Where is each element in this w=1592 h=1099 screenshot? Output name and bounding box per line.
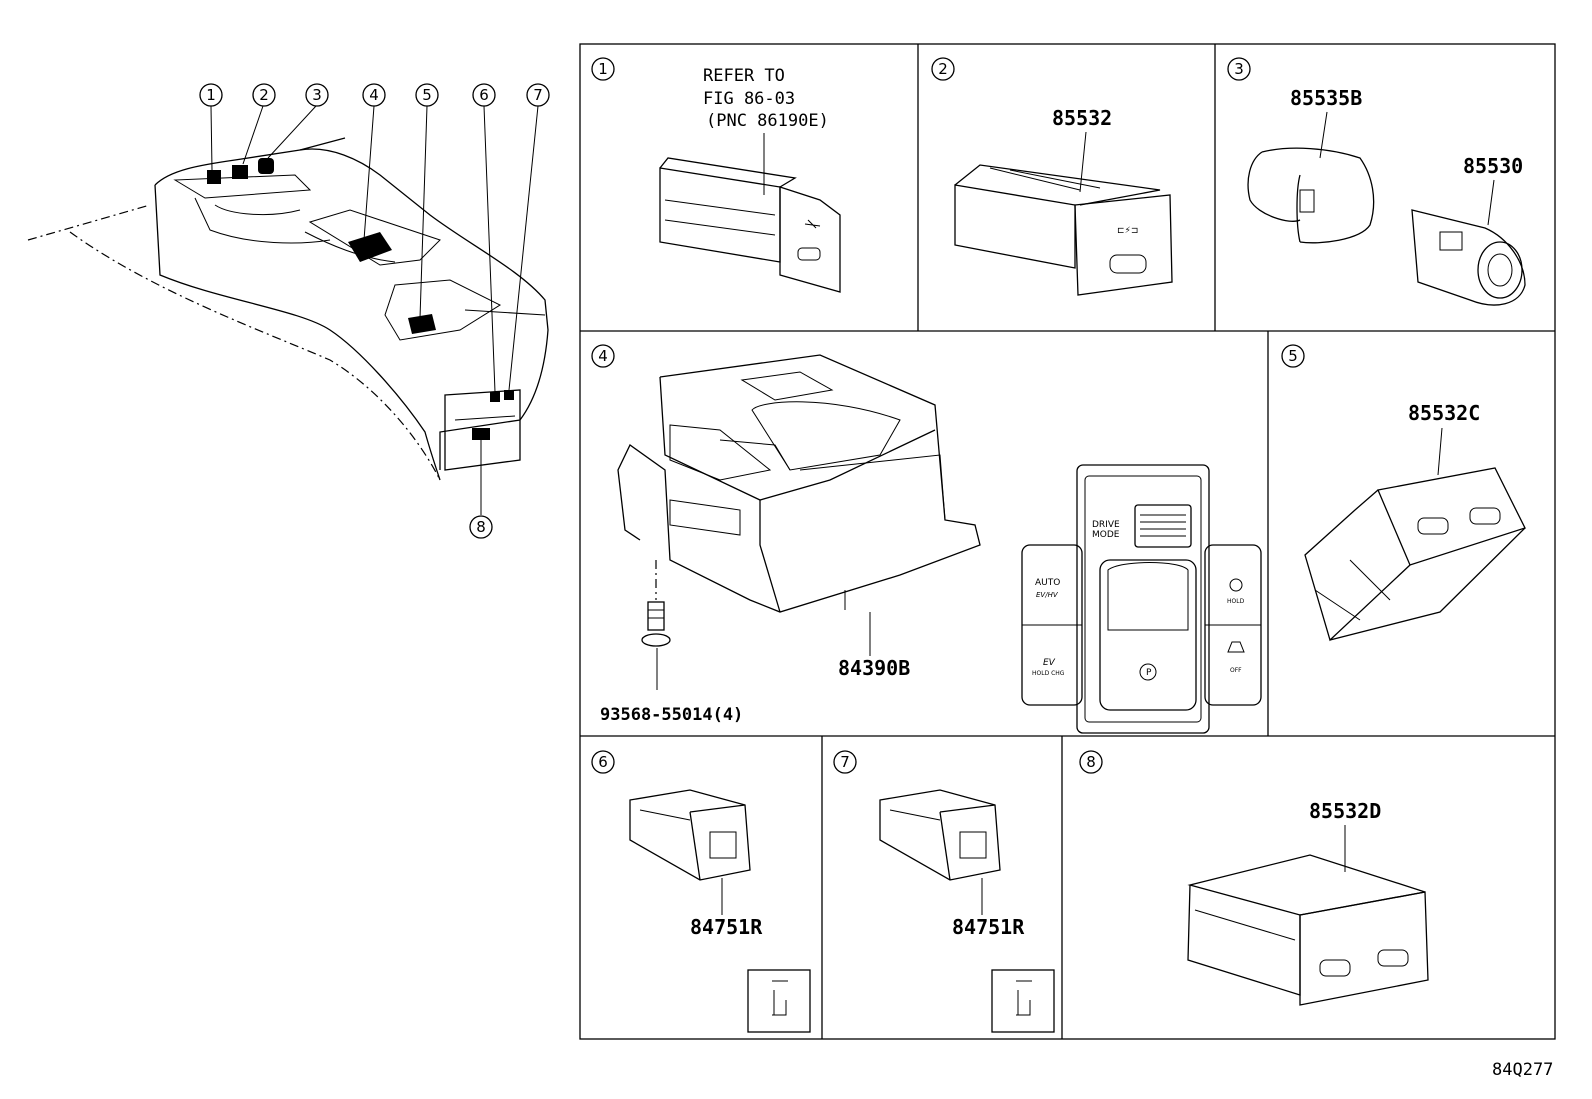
diagram-code: 84Q277 [1492, 1060, 1553, 1080]
hold-chg-label: HOLD CHG [1032, 670, 1065, 677]
callout-number: 4 [369, 86, 379, 104]
part-label-84751R-6[interactable]: 84751R [690, 915, 763, 939]
callout-number: 5 [422, 86, 432, 104]
overview-callout-5[interactable]: 5 [415, 83, 439, 107]
panel-7: 7 84751R [833, 750, 1055, 1033]
panel-1: 1 REFER TO FIG 86-03 (PNC 86190E) [591, 57, 841, 293]
dual-usb-charger-part[interactable] [1304, 467, 1526, 642]
panel-2: 2 85532 ⊏⚡⊐ [931, 57, 1173, 296]
usb-charger-part[interactable]: ⊏⚡⊐ [954, 164, 1173, 296]
svg-text:8: 8 [1086, 753, 1096, 771]
auto-label: AUTO [1035, 578, 1060, 588]
seat-heater-switch-part-6[interactable] [629, 789, 751, 881]
panel-4-number: 4 [591, 344, 615, 368]
svg-text:7: 7 [840, 753, 850, 771]
overview-callout-2[interactable]: 2 [252, 83, 276, 107]
panel-6-number: 6 [591, 750, 615, 774]
hold-label: HOLD [1227, 598, 1245, 605]
part-label-85535B[interactable]: 85535B [1290, 86, 1362, 110]
part-label-85532C[interactable]: 85532C [1408, 401, 1480, 425]
panel-8: 8 85532D [1079, 750, 1429, 1006]
seat-heater-icon [991, 969, 1055, 1033]
panel-7-number: 7 [833, 750, 857, 774]
panel-5: 5 85532C [1281, 344, 1526, 642]
callout-number: 7 [533, 86, 543, 104]
callout-number: 6 [479, 86, 489, 104]
panel-2-number: 2 [931, 57, 955, 81]
screw-part[interactable] [641, 601, 671, 647]
seat-heater-switch-part-7[interactable] [879, 789, 1001, 881]
panel-5-number: 5 [1281, 344, 1305, 368]
panel-1-number: 1 [591, 57, 615, 81]
panel-grid [579, 43, 1556, 1040]
switch-panel-face: P DRIVE MODE AUTO EV/HV EV HOLD CHG HOLD… [1021, 464, 1262, 734]
svg-text:3: 3 [1234, 60, 1244, 78]
overview-callout-1[interactable]: 1 [199, 83, 223, 107]
reference-line-2: FIG 86-03 [703, 89, 795, 109]
part-label-85532[interactable]: 85532 [1052, 106, 1112, 130]
panel-4: 4 84390B 93568-55014(4) [591, 344, 1262, 734]
drive-mode-label-2: MODE [1092, 530, 1120, 540]
rear-usb-charger-part[interactable] [1187, 854, 1429, 1006]
panel-3-number: 3 [1227, 57, 1251, 81]
part-label-85532D[interactable]: 85532D [1309, 799, 1381, 823]
park-label: P [1146, 668, 1152, 678]
panel-3: 3 85535B 85530 [1227, 57, 1526, 306]
part-label-84390B[interactable]: 84390B [838, 656, 910, 680]
panel-8-number: 8 [1079, 750, 1103, 774]
console-overview: 1 2 3 4 5 6 7 8 [27, 83, 550, 539]
drive-mode-label-1: DRIVE [1092, 520, 1120, 530]
power-outlet-part[interactable] [1411, 209, 1526, 306]
off-label: OFF [1230, 667, 1242, 674]
svg-text:2: 2 [938, 60, 948, 78]
socket-cap-part[interactable] [1247, 147, 1375, 244]
callout-number: 2 [259, 86, 269, 104]
callout-number: 3 [312, 86, 322, 104]
callout-number: 8 [476, 518, 486, 536]
callout-number: 1 [206, 86, 216, 104]
svg-text:6: 6 [598, 753, 608, 771]
overview-callout-7[interactable]: 7 [526, 83, 550, 107]
reference-line-1: REFER TO [703, 66, 785, 86]
part-label-85530[interactable]: 85530 [1463, 154, 1523, 178]
panel-6: 6 84751R [591, 750, 811, 1033]
svg-text:4: 4 [598, 347, 608, 365]
reference-line-3: (PNC 86190E) [706, 111, 829, 131]
svg-text:1: 1 [598, 60, 608, 78]
part-label-84751R-7[interactable]: 84751R [952, 915, 1025, 939]
ev-label: EV [1043, 658, 1056, 668]
evhv-label: EV/HV [1036, 591, 1059, 599]
overview-callout-6[interactable]: 6 [472, 83, 496, 107]
seat-heater-icon [747, 969, 811, 1033]
overview-callout-3[interactable]: 3 [305, 83, 329, 107]
charge-icon: ⊏⚡⊐ [1117, 226, 1138, 236]
part-label-93568-55014[interactable]: 93568-55014(4) [600, 705, 743, 725]
svg-text:5: 5 [1288, 347, 1298, 365]
console-switch-assembly-part[interactable] [617, 354, 981, 613]
overview-callout-8[interactable]: 8 [469, 515, 493, 539]
usb-port-part[interactable] [659, 157, 841, 293]
overview-callout-4[interactable]: 4 [362, 83, 386, 107]
